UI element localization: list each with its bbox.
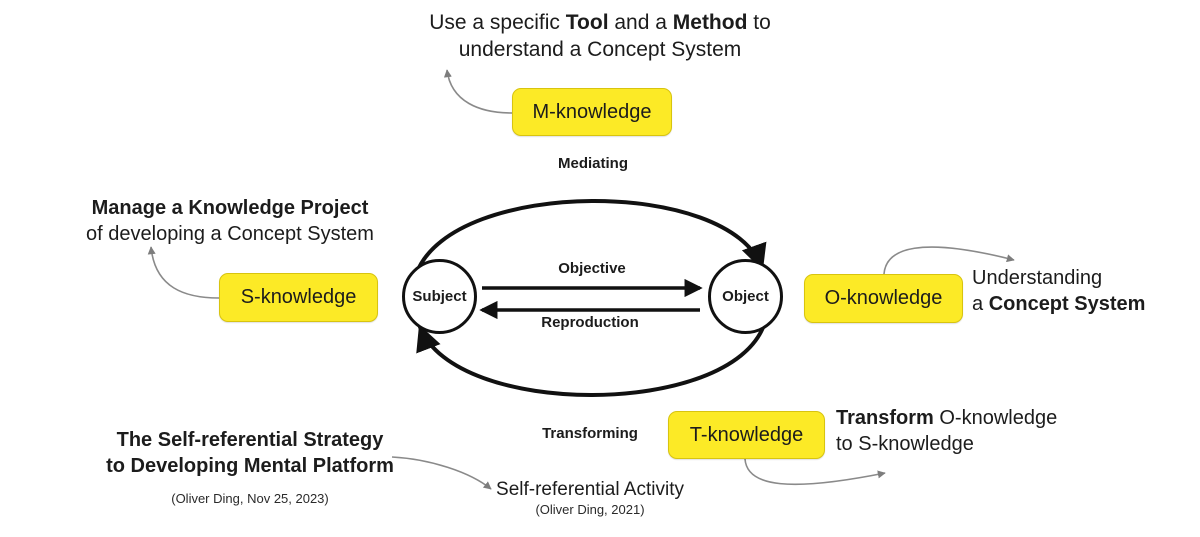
bottom-right-line1-post: O-knowledge xyxy=(933,407,1058,429)
bottom-left-line2: to Developing Mental Platform xyxy=(106,454,394,477)
top-caption-bold-tool: Tool xyxy=(565,11,609,34)
chip-m-knowledge[interactable]: M-knowledge xyxy=(512,88,672,136)
right-caption-line2-pre: a xyxy=(972,292,989,315)
self-referential-activity-credit: (Oliver Ding, 2021) xyxy=(535,502,645,517)
chip-o-knowledge-label: O-knowledge xyxy=(824,287,943,309)
bottom-right-caption: Transform O-knowledge to S-knowledge xyxy=(836,406,1136,457)
chip-t-knowledge-label: T-knowledge xyxy=(689,423,804,446)
top-caption-line1-mid: and a xyxy=(608,11,673,34)
node-object[interactable]: Object xyxy=(708,259,783,334)
chip-o-knowledge[interactable]: O-knowledge xyxy=(804,274,963,323)
node-subject-label: Subject xyxy=(412,288,467,305)
edge-label-mediating: Mediating xyxy=(558,155,628,172)
bottom-left-credit: (Oliver Ding, Nov 25, 2023) xyxy=(171,491,329,506)
right-caption-line1: Understanding xyxy=(972,267,1103,289)
top-caption-line1-pre: Use a specific xyxy=(429,11,566,34)
self-referential-activity-label: Self-referential Activity xyxy=(496,479,684,500)
chip-m-knowledge-label: M-knowledge xyxy=(532,100,652,123)
chip-s-knowledge-label: S-knowledge xyxy=(240,286,357,308)
edge-label-transforming: Transforming xyxy=(542,425,638,442)
bottom-right-line2: to S-knowledge xyxy=(836,432,974,455)
top-caption-line1-post: to xyxy=(747,11,771,34)
left-caption-line1: Manage a Knowledge Project xyxy=(91,197,369,219)
bottom-right-bold-transform: Transform xyxy=(836,407,934,429)
connector-s-knowledge xyxy=(147,246,220,299)
left-caption-line2: of developing a Concept System xyxy=(86,222,374,245)
top-caption-bold-method: Method xyxy=(672,11,748,34)
connector-m-knowledge xyxy=(443,69,513,114)
chip-s-knowledge[interactable]: S-knowledge xyxy=(219,273,378,322)
edge-label-reproduction: Reproduction xyxy=(541,314,639,331)
top-caption-line2: understand a Concept System xyxy=(458,37,742,61)
bottom-left-line1: The Self-referential Strategy xyxy=(116,429,384,451)
connector-t-knowledge xyxy=(744,458,886,486)
node-subject[interactable]: Subject xyxy=(402,259,477,334)
right-caption: Understanding a Concept System xyxy=(972,266,1196,317)
edge-label-objective: Objective xyxy=(558,260,626,277)
right-caption-bold-concept-system: Concept System xyxy=(988,292,1146,315)
left-caption: Manage a Knowledge Project of developing… xyxy=(60,196,400,247)
node-object-label: Object xyxy=(722,288,769,305)
bottom-left-caption: The Self-referential Strategy to Develop… xyxy=(50,428,450,479)
arc-transforming xyxy=(416,323,766,397)
top-caption: Use a specific Tool and a Method to unde… xyxy=(0,10,1200,64)
chip-t-knowledge[interactable]: T-knowledge xyxy=(668,411,825,459)
